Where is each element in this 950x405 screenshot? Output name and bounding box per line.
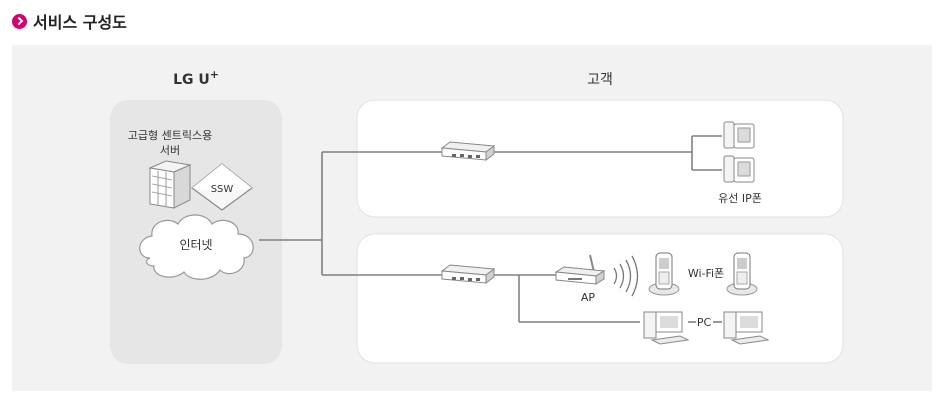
section-title: 서비스 구성도 bbox=[33, 13, 127, 32]
wifi-signal-icon bbox=[613, 255, 639, 297]
server-label-line1: 고급형 센트릭스용 bbox=[128, 129, 212, 142]
wired-group-card bbox=[356, 99, 844, 218]
cloud-label: 인터넷 bbox=[179, 238, 212, 252]
section-header: 서비스 구성도 bbox=[12, 9, 127, 33]
wifi-phone-label: Wi-Fi폰 bbox=[688, 267, 724, 280]
connection-lines bbox=[259, 135, 722, 323]
ap-label: AP bbox=[581, 291, 596, 304]
wireless-group-card bbox=[356, 233, 844, 364]
customer-title: 고객 bbox=[587, 72, 613, 88]
hub-icon bbox=[440, 141, 496, 161]
desktop-pc-icon bbox=[723, 311, 770, 345]
pc-label: PC bbox=[697, 316, 712, 329]
hub-icon bbox=[440, 264, 496, 284]
wireless-ap-icon bbox=[554, 254, 606, 285]
provider-name: LG U+ bbox=[173, 68, 219, 88]
ssw-label: SSW bbox=[211, 184, 234, 195]
desktop-pc-icon bbox=[643, 311, 690, 345]
server-icon bbox=[148, 160, 192, 209]
wifi-phone-icon bbox=[648, 252, 680, 296]
wired-phone-label: 유선 IP폰 bbox=[718, 192, 762, 205]
wifi-phone-icon bbox=[726, 252, 758, 296]
chevron-right-icon bbox=[12, 13, 27, 29]
server-label-line2: 서버 bbox=[160, 144, 180, 157]
desk-phone-icon bbox=[723, 121, 755, 149]
internet-cloud-icon: 인터넷 bbox=[139, 214, 254, 280]
ssw-switch-icon: SSW bbox=[191, 163, 253, 211]
desk-phone-icon bbox=[723, 155, 755, 183]
